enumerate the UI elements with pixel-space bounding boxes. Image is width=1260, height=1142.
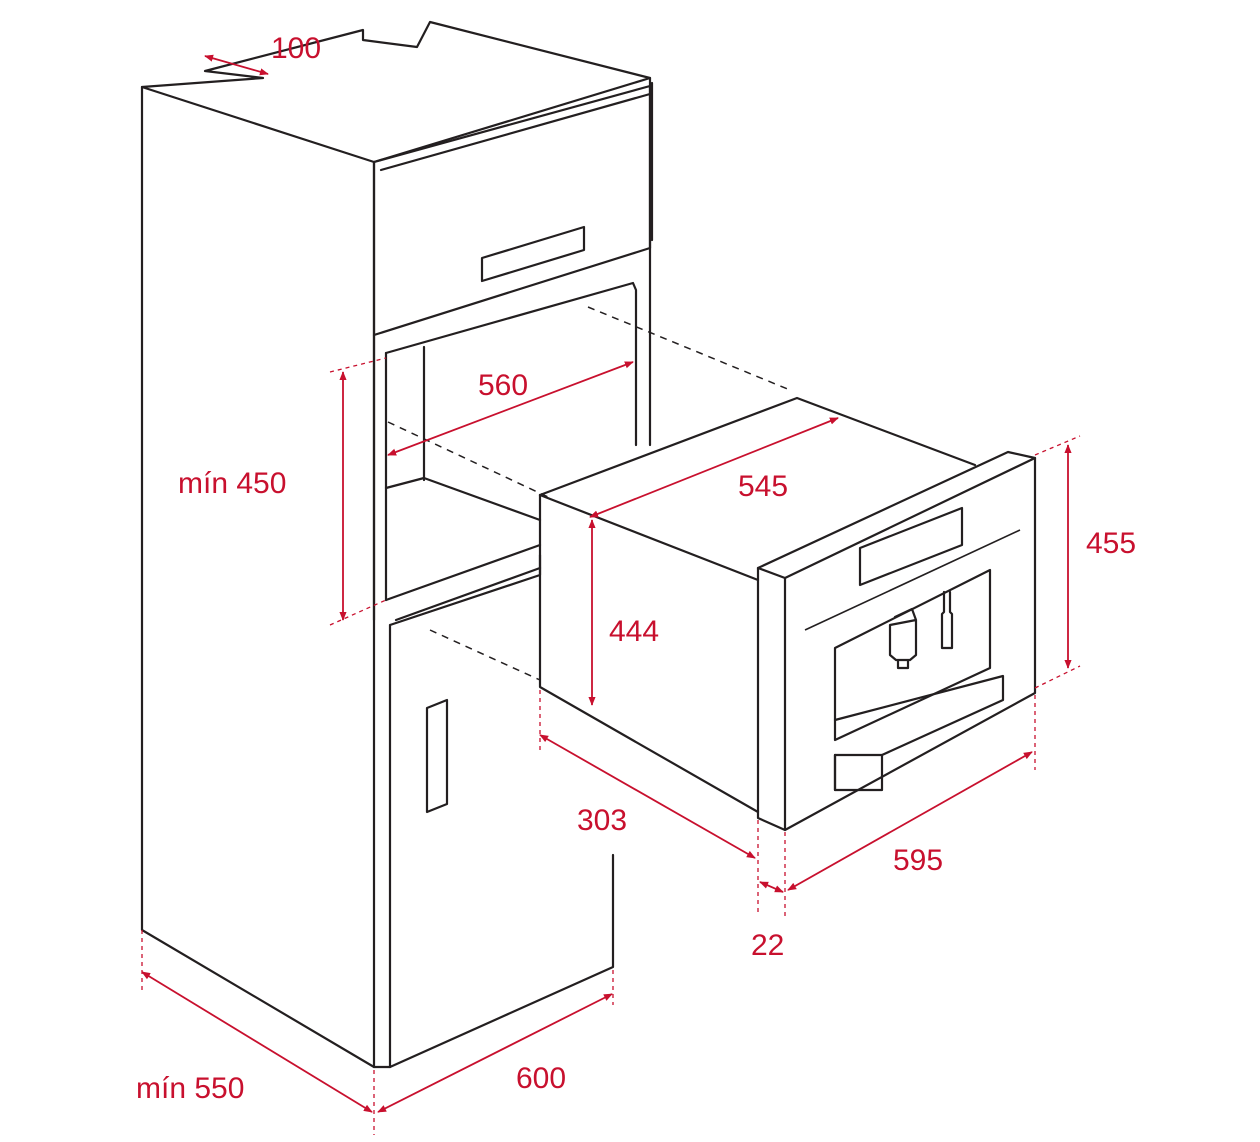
hidden-lines — [387, 306, 791, 681]
label-cabinet-depth-min: mín 550 — [136, 1072, 244, 1105]
dimension-lines — [141, 54, 1081, 1135]
label-appliance-body-depth: 303 — [577, 804, 627, 837]
label-cabinet-depth-top: 100 — [271, 32, 321, 65]
coffee-machine — [538, 396, 1037, 832]
label-appliance-front-height: 455 — [1086, 527, 1136, 560]
label-appliance-width: 595 — [893, 844, 943, 877]
upper-drawer-handle — [480, 225, 586, 283]
label-cabinet-width: 600 — [516, 1062, 566, 1095]
label-niche-height-min: mín 450 — [178, 467, 286, 500]
cabinet-top — [140, 20, 652, 164]
label-niche-width: 560 — [478, 369, 528, 402]
upper-drawer — [372, 84, 652, 337]
lower-door-handle — [425, 698, 449, 814]
dimension-labels: 100 560 mín 450 545 455 444 303 22 595 6… — [136, 32, 1136, 1105]
steam-wand-icon — [940, 590, 954, 650]
tall-cabinet — [140, 20, 654, 1069]
appliance-niche — [372, 281, 638, 622]
appliance-display — [858, 506, 964, 587]
coffee-spout-icon — [888, 607, 918, 670]
label-appliance-body-height: 444 — [609, 615, 659, 648]
label-front-panel-depth: 22 — [751, 929, 784, 962]
appliance-front-frame — [756, 450, 1037, 832]
label-appliance-depth: 545 — [738, 470, 788, 503]
dispensing-bay — [833, 568, 992, 742]
cabinet-side-panel — [140, 85, 376, 1069]
